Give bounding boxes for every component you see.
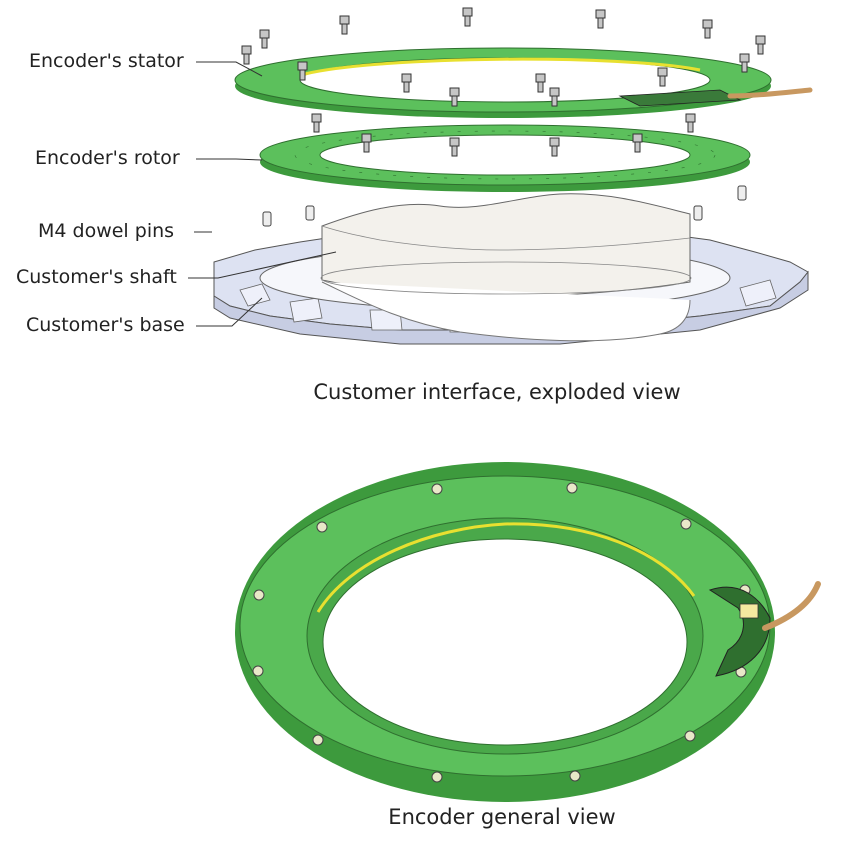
- leader-lines: [188, 61, 337, 327]
- dowel-pins: [262, 185, 747, 227]
- customer-shaft: [320, 193, 692, 342]
- label-customer-base: Customer's base: [26, 314, 185, 336]
- caption-general-view: Encoder general view: [388, 805, 616, 829]
- caption-exploded-view: Customer interface, exploded view: [313, 380, 681, 404]
- encoder-stator: [234, 47, 813, 118]
- exploded-view: [188, 7, 813, 345]
- mounting-holes: [252, 482, 751, 783]
- label-encoder-stator: Encoder's stator: [29, 50, 184, 72]
- label-encoder-rotor: Encoder's rotor: [35, 147, 180, 169]
- encoder-rotor: [259, 124, 751, 192]
- general-view: [235, 462, 821, 802]
- label-dowel-pins: M4 dowel pins: [38, 220, 175, 242]
- screws: [241, 7, 766, 157]
- label-customer-shaft: Customer's shaft: [16, 266, 177, 288]
